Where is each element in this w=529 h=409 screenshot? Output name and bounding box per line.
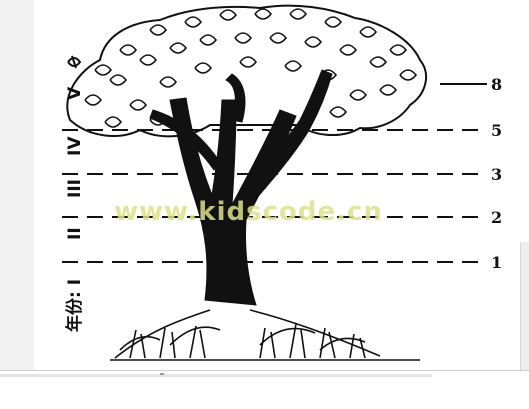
tree-trunk (149, 69, 333, 306)
tree-canopy (66, 4, 428, 138)
ornament-icon (67, 55, 82, 69)
level-lines (62, 83, 487, 263)
year-labels: 年份: I II III IV V (64, 86, 85, 332)
level-label-1: 1 (491, 253, 502, 272)
year-label-2: II (65, 227, 85, 240)
year-label-5: V (65, 86, 85, 100)
level-label-2: 2 (491, 208, 502, 227)
horizontal-scrollbar[interactable] (0, 374, 432, 377)
level-label-3: 3 (491, 165, 502, 184)
year-label-4: IV (65, 136, 85, 156)
scroll-grip[interactable] (160, 373, 164, 375)
watermark-text: www.kidscode.cn (114, 197, 383, 227)
vertical-scrollbar[interactable] (520, 242, 529, 370)
grass-base (110, 309, 420, 361)
level-label-8: 8 (491, 75, 502, 94)
year-label-1: 年份: I (64, 279, 85, 332)
tree-diagram: 8 5 3 2 1 年份: I II III IV V www.kidscode… (62, 4, 502, 361)
year-label-3: III (65, 179, 85, 198)
level-label-5: 5 (491, 121, 502, 140)
